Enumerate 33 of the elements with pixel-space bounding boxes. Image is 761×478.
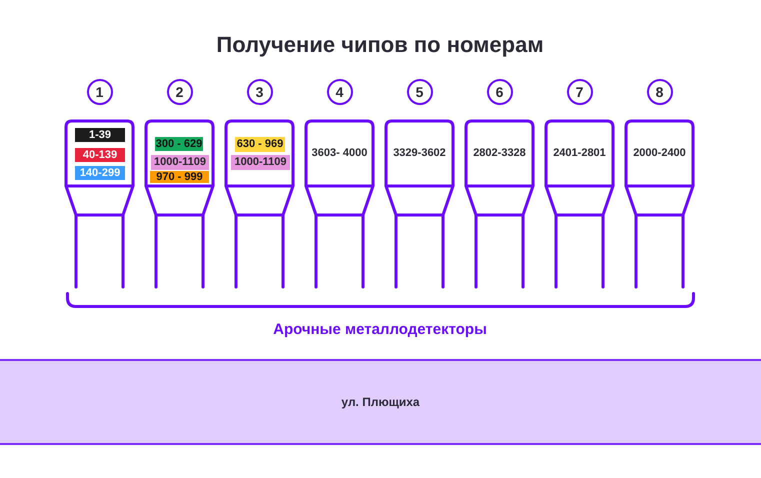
range-badge: 630 - 969 [235, 137, 285, 152]
range-badge: 970 - 999 [150, 171, 209, 183]
number-range: 2000-2400 [633, 146, 686, 160]
detector-gate [624, 119, 695, 289]
number-circle: 7 [566, 79, 592, 105]
detector-gate [384, 119, 455, 289]
street-name: ул. Плющиха [341, 395, 420, 409]
range-badge: 1000-1109 [151, 155, 209, 170]
number-range: 3329-3602 [393, 146, 446, 160]
range-badge: 40-139 [75, 148, 125, 162]
detector-gate [544, 119, 615, 289]
number-range: 2401-2801 [553, 146, 606, 160]
detector-gate [304, 119, 375, 289]
number-range: 2802-3328 [473, 146, 526, 160]
number-circle: 5 [406, 79, 432, 105]
range-badge: 140-299 [75, 166, 125, 180]
number-range: 3603- 4000 [312, 146, 368, 160]
number-circle: 8 [646, 79, 672, 105]
detector-gate [144, 119, 215, 289]
number-circle: 2 [166, 79, 192, 105]
bracket-label: Арочные металлодетекторы [273, 321, 487, 339]
detector-gate [224, 119, 295, 289]
range-badge: 1000-1109 [231, 155, 290, 170]
number-circle: 6 [486, 79, 512, 105]
detector-gate [464, 119, 535, 289]
detector-gate [64, 119, 135, 289]
title: Получение чипов по номерам [216, 33, 544, 58]
number-circle: 1 [86, 79, 112, 105]
street-band [0, 359, 761, 445]
range-badge: 300 - 629 [155, 137, 203, 151]
number-circle: 3 [246, 79, 272, 105]
range-badge: 1-39 [75, 128, 125, 142]
number-circle: 4 [326, 79, 352, 105]
